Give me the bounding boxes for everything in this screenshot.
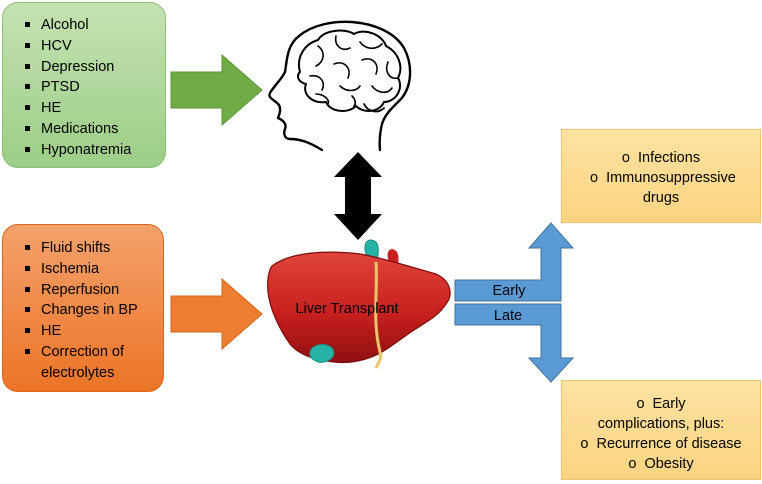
head-liver-double-arrow: [334, 152, 382, 240]
circle-bullet: o: [628, 456, 637, 472]
circle-bullet: o: [636, 396, 645, 412]
pre-transplant-factors-list: Alcohol HCV Depression PTSD HE Medicatio…: [25, 15, 131, 161]
brain-head-icon: [268, 20, 412, 152]
factor-depression: Depression: [25, 57, 131, 78]
factor-fluid-shifts: Fluid shifts: [25, 238, 163, 259]
late-arrow: [454, 303, 575, 383]
perioperative-factors-box: Fluid shifts Ischemia Reperfusion Change…: [2, 224, 164, 392]
factor-he: HE: [25, 98, 131, 119]
factor-he: HE: [25, 321, 163, 342]
perioperative-factors-list: Fluid shifts Ischemia Reperfusion Change…: [25, 238, 163, 384]
factor-ischemia: Ischemia: [25, 259, 163, 280]
pre-transplant-factors-box: Alcohol HCV Depression PTSD HE Medicatio…: [2, 2, 166, 168]
factor-medications: Medications: [25, 119, 131, 140]
circle-bullet: o: [590, 170, 599, 186]
factor-hyponatremia: Hyponatremia: [25, 140, 131, 161]
factor-changes-in-bp: Changes in BP: [25, 300, 163, 321]
early-label: Early: [492, 283, 526, 299]
liver-icon: [267, 239, 451, 369]
circle-bullet: o: [621, 150, 630, 166]
green-arrow: [170, 53, 263, 127]
circle-bullet: o: [580, 436, 589, 452]
factor-correction-of-electrolytes: Correction of electrolytes: [25, 342, 163, 384]
liver-transplant-label: Liver Transplant: [295, 301, 398, 317]
factor-hcv: HCV: [25, 36, 131, 57]
factor-ptsd: PTSD: [25, 77, 131, 98]
early-arrow: [454, 222, 575, 302]
late-label: Late: [494, 308, 522, 324]
factor-alcohol: Alcohol: [25, 15, 131, 36]
factor-reperfusion: Reperfusion: [25, 280, 163, 301]
orange-arrow: [170, 277, 263, 351]
